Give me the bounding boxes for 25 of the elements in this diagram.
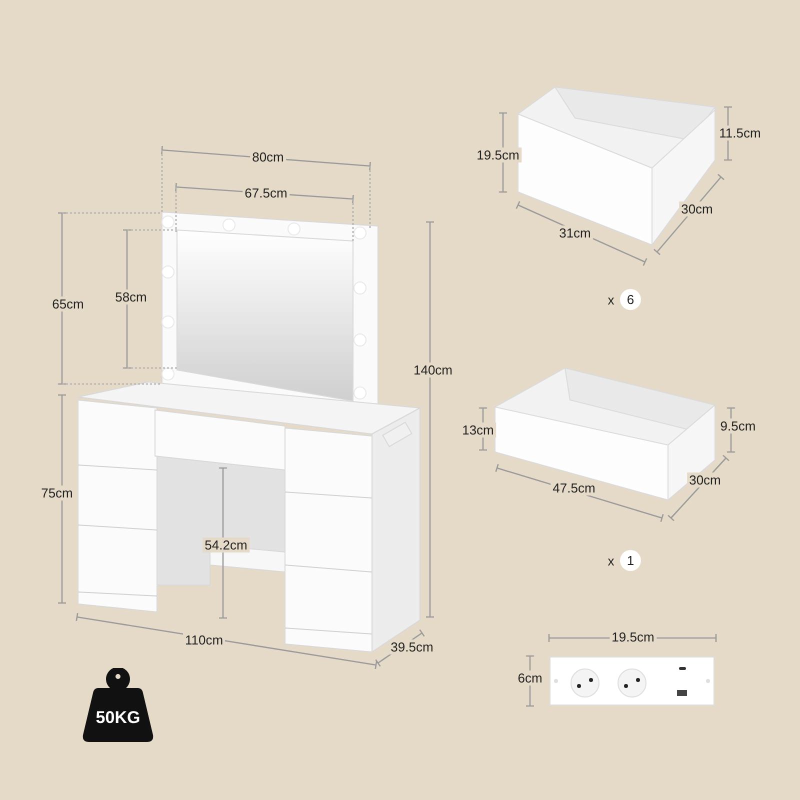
count-circle [620,550,641,571]
dimension-label: 19.5cm [610,630,656,644]
dimension-label: 110cm [182,632,226,648]
quantity-number: 6 [626,292,634,307]
dimension-label: 58cm [113,290,149,304]
dimension-label: 13cm [460,422,496,438]
dimension-label: 67.5cm [242,186,290,200]
dimension-label: 140cm [411,362,455,378]
dimension-label: 9.5cm [718,418,758,434]
dimension-label: 31cm [557,226,593,240]
dimension-label: 54.2cm [202,538,250,552]
dimension-label: 11.5cm [717,126,763,140]
weight-shape [82,668,154,742]
quantity-number: 1 [626,553,634,568]
weight-label: 50KG [94,708,142,728]
dimension-label: 30cm [679,202,715,216]
dimension-label: 75cm [39,486,75,500]
dimension-label: 6cm [516,670,544,686]
dimension-label: 30cm [687,472,723,488]
dimension-label: 65cm [50,296,86,312]
dimension-label: 80cm [250,150,286,164]
dimension-label: 39.5cm [388,640,436,654]
dimension-label: 47.5cm [550,480,598,496]
dimension-label: 19.5cm [474,148,522,162]
count-circle [620,289,641,310]
